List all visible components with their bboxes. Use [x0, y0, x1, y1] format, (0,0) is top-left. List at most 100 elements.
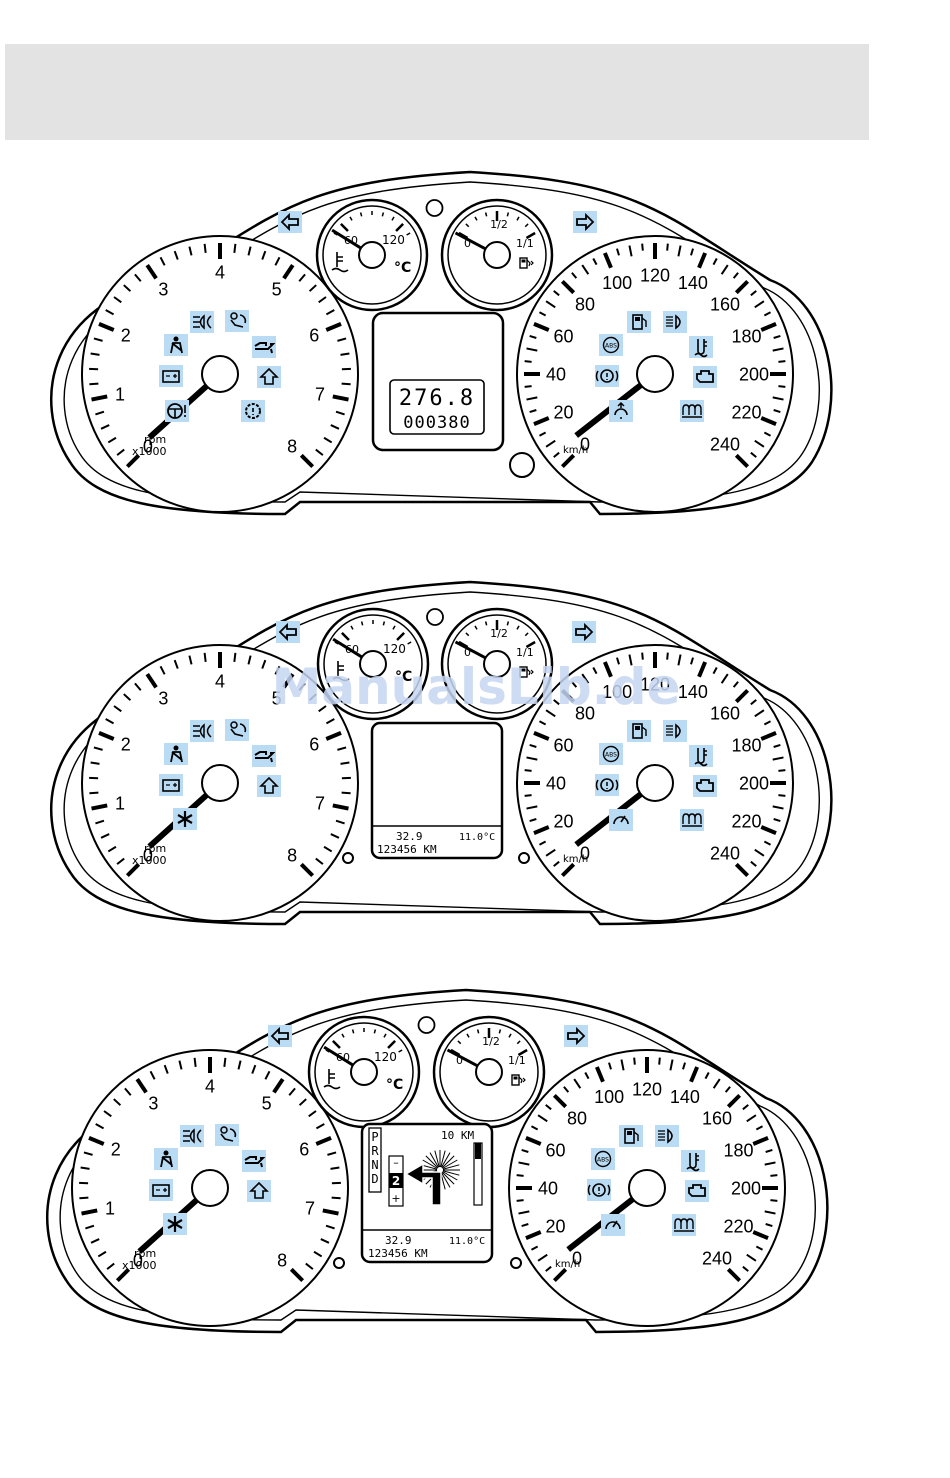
segment-lcd [389, 379, 485, 435]
tachometer-label: 5 [262, 1094, 272, 1114]
airbag-icon [225, 310, 249, 332]
adjust-knob [510, 1257, 522, 1269]
brake-warning-icon [595, 774, 619, 796]
fuel-label: 1/2 [490, 627, 508, 640]
temperature-needle [332, 637, 365, 660]
fuel-needle [454, 231, 488, 252]
speedometer-label: 100 [594, 1087, 624, 1107]
speedometer-label: 160 [710, 294, 740, 314]
current-gear: 2 [392, 1174, 400, 1188]
temperature-unit: °C [386, 1077, 403, 1093]
temperature-needle [331, 228, 364, 251]
temperature-needle [323, 1045, 356, 1068]
tachometer-label: 1 [115, 384, 125, 404]
arrow-right-icon [564, 1025, 588, 1047]
arrow-left-icon [278, 211, 302, 233]
adjust-knob [518, 852, 530, 864]
fuel-pump-icon [511, 1074, 526, 1086]
gear-letter: P [371, 1130, 378, 1144]
speedometer-label: 20 [546, 1216, 566, 1236]
tachometer-label: 1 [115, 793, 125, 813]
speedometer-unit: km/h [563, 445, 588, 456]
tachometer-label: 3 [148, 1094, 158, 1114]
glow-plug-icon [680, 809, 704, 831]
tachometer-label: 8 [287, 846, 297, 866]
headlight-icon [655, 1125, 679, 1147]
arrow-right-icon [573, 211, 597, 233]
gear-letter: N [371, 1158, 378, 1172]
tachometer-hub [201, 355, 239, 393]
tachometer-unit: rpm [144, 433, 166, 446]
fuel-needle [454, 640, 488, 661]
odometer-reading: 000380 [403, 413, 470, 433]
distance-bar-fill [475, 1143, 481, 1159]
fuel-gauge: 01/21/1 [440, 607, 554, 721]
tachometer-multiplier: x1000 [132, 854, 167, 867]
outside-temperature-reading: 11.0°C [459, 832, 495, 843]
oil-pressure-icon [252, 745, 276, 767]
glow-plug-icon [680, 400, 704, 422]
fuel-gauge: 01/21/1 [432, 1015, 546, 1129]
shift-up-icon [247, 1180, 271, 1202]
speedometer-label: 180 [723, 1141, 753, 1161]
temperature-label: 120 [374, 1050, 397, 1064]
speedometer-label: 120 [632, 1079, 662, 1099]
adjust-knob [333, 1257, 345, 1269]
seatbelt-icon [164, 743, 188, 765]
speedometer-label: 140 [670, 1087, 700, 1107]
battery-icon [159, 774, 183, 796]
engine-check-icon [685, 1180, 709, 1202]
gear-letter: D [371, 1172, 378, 1186]
service-gear-icon [241, 400, 265, 422]
speed-control-icon [609, 809, 633, 831]
speedometer-label: 200 [739, 773, 769, 793]
fog-light-icon [190, 311, 214, 333]
temperature-label: 120 [383, 642, 406, 656]
fuel-label: 1/1 [516, 237, 534, 250]
speedometer-label: 80 [567, 1108, 587, 1128]
coolant-warning-icon [689, 745, 713, 767]
coolant-temperature-icon [332, 661, 350, 682]
speedometer-label: 20 [554, 402, 574, 422]
seatbelt-icon [164, 334, 188, 356]
fuel-icon [627, 720, 651, 742]
fuel-label: 1/1 [508, 1054, 526, 1067]
fuel-hub [483, 650, 511, 678]
headlight-icon [663, 720, 687, 742]
tachometer-label: 2 [121, 734, 131, 754]
headlight-icon [663, 311, 687, 333]
cluster-housing-inner [59, 999, 816, 1321]
display-frame [370, 721, 504, 860]
speedometer-label: 240 [710, 434, 740, 454]
speedometer-label: 0 [572, 1248, 582, 1268]
airbag-icon [225, 719, 249, 741]
temperature-unit: °C [395, 669, 412, 685]
engine-check-icon [693, 366, 717, 388]
temperature-hub [359, 650, 387, 678]
speedometer-label: 0 [580, 843, 590, 863]
fuel-label: 1/2 [490, 218, 508, 231]
speedometer-hub [628, 1169, 666, 1207]
shift-minus: – [393, 1156, 399, 1169]
fog-light-icon [190, 720, 214, 742]
battery-icon [149, 1179, 173, 1201]
svg-text:ABS: ABS [597, 1157, 609, 1164]
tachometer-multiplier: x1000 [132, 445, 167, 458]
temperature-hub [350, 1058, 378, 1086]
svg-text:ABS: ABS [605, 343, 617, 350]
speedometer-label: 40 [546, 773, 566, 793]
speedometer-label: 0 [580, 434, 590, 454]
shift-up-icon [257, 366, 281, 388]
speedometer-unit: km/h [563, 854, 588, 865]
outside-temperature-reading: 11.0°C [449, 1236, 485, 1247]
coolant-warning-icon [689, 336, 713, 358]
tachometer-label: 0 [133, 1251, 143, 1271]
fuel-icon [619, 1125, 643, 1147]
fuel-economy-reading: 32.9 [396, 830, 423, 843]
